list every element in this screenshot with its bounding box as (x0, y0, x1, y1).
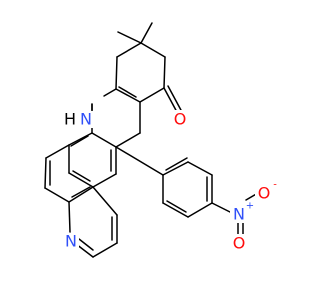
bond-nitro-c-n (211, 202, 233, 214)
bond-aryl-1 (162, 161, 189, 176)
chemical-structure-diagram: H N O N N + O - O (44, 22, 277, 258)
bond-ring-b-5 (103, 88, 117, 97)
nh-nitrogen-label: N (80, 110, 92, 129)
nitro-nitrogen-label: N (233, 205, 245, 224)
bond-ring-d-1 (45, 144, 70, 159)
nitro-oxygen-bottom-label: O (233, 234, 246, 253)
bond-ring-d-2 (44, 157, 47, 189)
bond-ring-a-3 (139, 87, 165, 103)
pyridine-nitrogen-group: N (62, 232, 79, 251)
bond-aryl-4 (187, 202, 213, 218)
bond-aryl-2 (187, 161, 213, 176)
atom-labels: H N O N N + O - O (62, 110, 277, 253)
bond-ring-c-1-double (70, 135, 89, 147)
bond-ring-a-6 (116, 42, 142, 58)
bond-ring-b-2 (115, 132, 141, 148)
carbonyl-oxygen-label: O (174, 110, 187, 129)
bond-ring-a-4-double (118, 86, 137, 98)
bond-lines (44, 22, 259, 258)
bond-ring-c-4 (92, 173, 117, 188)
nitro-oxygen-top-label: O (258, 184, 271, 203)
bond-ring-c-1 (68, 132, 93, 146)
bond-aryl-5-double (166, 200, 187, 213)
bond-ring-e-1 (68, 201, 71, 233)
bond-ring-a-5 (115, 56, 118, 90)
pyridine-nitrogen-label: N (65, 232, 77, 251)
bond-ring-e-2-double (78, 238, 94, 251)
nh-hydrogen-label: H (64, 110, 76, 129)
bond-carbonyl-double (167, 85, 183, 113)
bond-carbonyl (163, 87, 179, 115)
bond-methyl-left (117, 31, 142, 44)
bond-ring-d-3 (44, 187, 70, 203)
bond-ring-a-4 (115, 88, 141, 103)
nitro-nitrogen-charge: + (246, 201, 254, 212)
bond-methyl-right (140, 22, 153, 44)
bond-ring-c-3-double (72, 170, 91, 182)
bond-ring-c-3 (68, 172, 94, 188)
bond-ring-d-4-double (71, 186, 91, 198)
carbonyl-oxygen-group: O (171, 110, 189, 129)
bond-ring-a-2 (163, 56, 166, 89)
nh-group: H N (63, 110, 94, 129)
nitro-oxygen-top-charge: - (273, 180, 277, 191)
bond-ring-a-1 (140, 42, 166, 58)
bond-aryl-link (115, 146, 164, 176)
nitro-group: N + O - O (230, 180, 277, 253)
bond-ring-e-3 (92, 242, 118, 258)
bond-aryl-5 (162, 202, 189, 218)
bond-ring-e-5 (92, 186, 118, 216)
bond-ring-d-4 (68, 186, 94, 203)
bond-ring-b-3 (91, 132, 117, 148)
bond-aryl-1-double (165, 157, 188, 171)
